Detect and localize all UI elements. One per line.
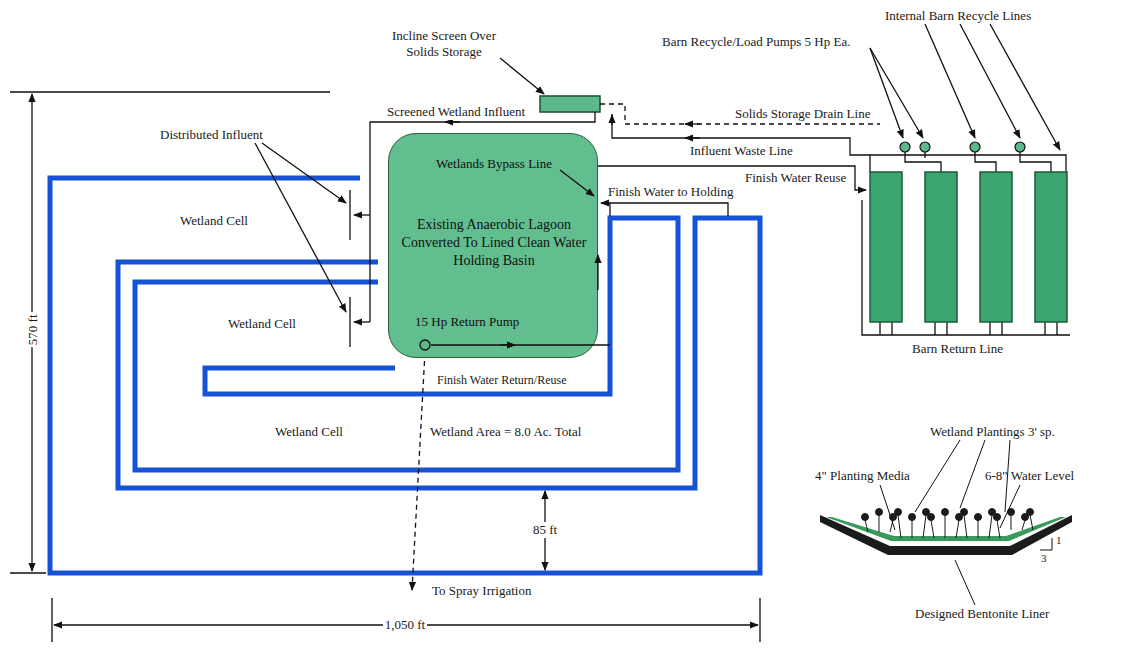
callout-label: Incline Screen Over Solids Storage: [385, 28, 503, 59]
slope-label: 1: [1056, 534, 1062, 547]
basin-label: Wetlands Bypass Line: [389, 156, 599, 173]
callout-label: 6-8" Water Level: [985, 468, 1074, 484]
callout-label: Distributed Influent: [160, 127, 263, 143]
dimension-label: 570 ft: [24, 313, 40, 348]
cell-label: Wetland Cell: [180, 213, 248, 229]
barn-pump: [900, 142, 1025, 152]
incline-screen: [540, 96, 600, 112]
line-label: Finish Water to Holding: [608, 184, 733, 200]
slope-label: 3: [1041, 552, 1047, 565]
wetland-cell-outline: [50, 178, 760, 573]
dimension-label: 85 ft: [531, 522, 559, 538]
line-label: Finish Water Return/Reuse: [437, 373, 566, 387]
basin-label: 15 Hp Return Pump: [415, 314, 545, 331]
callout-label: Designed Bentonite Liner: [915, 606, 1049, 622]
line-label: Screened Wetland Influent: [385, 104, 527, 120]
cell-label: Wetland Cell: [228, 316, 296, 332]
wetland-cross-section: [820, 440, 1072, 605]
line-label: Barn Return Line: [912, 341, 1003, 357]
area-label: Wetland Area = 8.0 Ac. Total: [430, 424, 581, 440]
dimension-label: 1,050 ft: [383, 617, 427, 633]
callout-label: Wetland Plantings 3' sp.: [930, 424, 1055, 440]
line-label: Solids Storage Drain Line: [735, 106, 870, 122]
barn-tank: [870, 172, 1067, 322]
callout-label: 4" Planting Media: [815, 468, 910, 484]
callout-label: Barn Recycle/Load Pumps 5 Hp Ea.: [662, 34, 850, 50]
line-label: Finish Water Reuse: [745, 170, 846, 186]
callout-label: Internal Barn Recycle Lines: [885, 8, 1031, 24]
cell-label: Wetland Cell: [275, 424, 343, 440]
line-label: Influent Waste Line: [690, 143, 793, 159]
line-label: To Spray Irrigation: [432, 583, 531, 599]
basin-title: Existing Anaerobic Lagoon Converted To L…: [401, 216, 587, 271]
holding-basin: Wetlands Bypass LineExisting Anaerobic L…: [388, 133, 598, 358]
